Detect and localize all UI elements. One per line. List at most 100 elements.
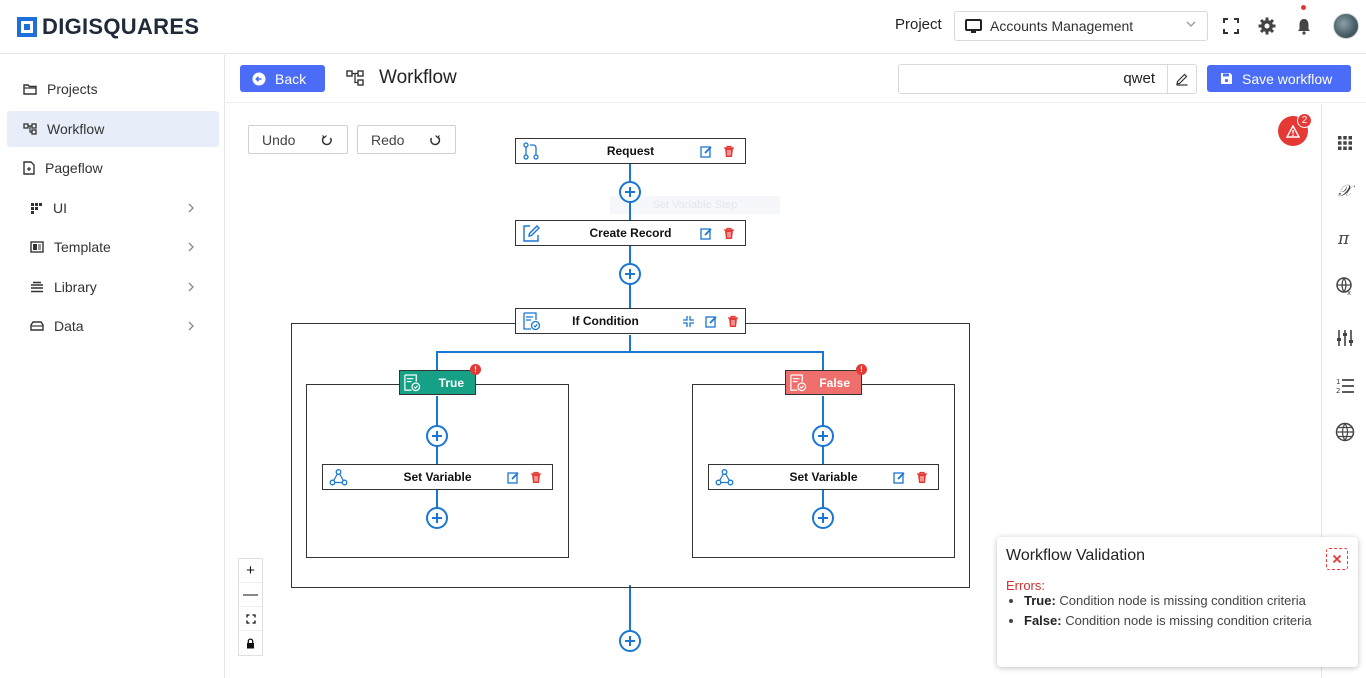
add-step-button[interactable] — [619, 263, 641, 285]
lock-button[interactable] — [239, 631, 262, 655]
bell-icon[interactable] — [1295, 17, 1313, 35]
error-node: False: — [1024, 613, 1062, 628]
svg-text:1: 1 — [1336, 378, 1340, 386]
add-step-button[interactable] — [812, 425, 834, 447]
gear-icon[interactable] — [1258, 17, 1276, 35]
branch-label: True — [438, 376, 464, 390]
close-button[interactable] — [1326, 548, 1348, 570]
svg-text:π: π — [1337, 229, 1350, 248]
folder-icon — [23, 84, 37, 95]
trash-icon[interactable] — [916, 471, 928, 484]
add-step-button[interactable] — [426, 425, 448, 447]
error-item: False: Condition node is missing conditi… — [1024, 613, 1354, 629]
condition-icon — [523, 312, 541, 331]
brand-name: DIGISQUARES — [42, 14, 200, 39]
zoom-out-button[interactable]: — — [239, 583, 262, 607]
save-workflow-button[interactable]: Save workflow — [1207, 65, 1351, 92]
connector-line — [629, 335, 631, 353]
chevron-right-icon — [188, 242, 194, 252]
pencil-icon — [1176, 73, 1188, 86]
sidebar-item-label: Library — [54, 279, 97, 295]
pi-icon[interactable]: π — [1335, 228, 1355, 248]
save-workflow-label: Save workflow — [1242, 70, 1333, 87]
logo-mark-icon — [17, 17, 37, 37]
fullscreen-icon[interactable] — [1222, 17, 1240, 35]
edit-icon[interactable] — [700, 145, 713, 158]
svg-text:𝒳: 𝒳 — [1338, 181, 1355, 200]
node-label: Set Variable — [403, 470, 472, 484]
floppy-disk-icon — [1221, 73, 1232, 84]
zoom-in-button[interactable]: + — [239, 559, 262, 583]
add-step-button[interactable] — [619, 630, 641, 652]
project-select[interactable]: Accounts Management — [954, 11, 1208, 41]
globe-variable-icon[interactable]: x — [1335, 276, 1355, 296]
error-message: Condition node is missing condition crit… — [1059, 593, 1306, 608]
alert-count-badge: 2 — [1297, 113, 1312, 128]
trash-icon[interactable] — [723, 227, 735, 240]
drag-placeholder-hint: Set Variable Step — [610, 196, 780, 214]
edit-record-icon — [523, 225, 540, 242]
sidebar-item-pageflow[interactable]: Pageflow — [7, 150, 219, 186]
connector-line — [822, 396, 824, 526]
sidebar-item-label: Pageflow — [45, 160, 103, 176]
false-branch-node[interactable]: False — [785, 370, 862, 395]
add-step-button[interactable] — [426, 507, 448, 529]
create-record-node[interactable]: Create Record — [515, 220, 746, 246]
back-button[interactable]: Back — [240, 65, 325, 92]
trash-icon[interactable] — [530, 471, 542, 484]
edit-icon[interactable] — [700, 227, 713, 240]
svg-text:2: 2 — [1336, 387, 1340, 395]
set-variable-node[interactable]: Set Variable — [322, 464, 553, 490]
variable-icon — [329, 469, 348, 486]
workflow-name-field[interactable]: qwet — [898, 64, 1168, 94]
sidebar: Projects Workflow Pageflow UI — [0, 55, 225, 678]
warning-triangle-icon — [1286, 124, 1300, 138]
sidebar-item-workflow[interactable]: Workflow — [7, 111, 219, 147]
collapse-icon[interactable] — [682, 315, 695, 328]
fit-view-button[interactable] — [239, 607, 262, 631]
avatar[interactable] — [1333, 13, 1359, 39]
edit-name-button[interactable] — [1167, 64, 1197, 94]
sidebar-item-data[interactable]: Data — [7, 308, 219, 344]
if-condition-node[interactable]: If Condition — [515, 308, 746, 334]
sidebar-item-ui[interactable]: UI — [7, 190, 219, 226]
undo-button[interactable]: Undo — [248, 125, 348, 154]
edit-icon[interactable] — [507, 471, 520, 484]
connector-line — [436, 351, 438, 371]
error-item: True: Condition node is missing conditio… — [1024, 593, 1354, 609]
chevron-right-icon — [188, 282, 194, 292]
workflow-icon — [346, 70, 364, 86]
sidebar-item-library[interactable]: Library — [7, 269, 219, 305]
lock-icon — [247, 637, 254, 648]
redo-button[interactable]: Redo — [357, 125, 456, 154]
sliders-icon[interactable] — [1335, 328, 1355, 348]
top-bar: DIGISQUARES Project Accounts Management — [0, 0, 1366, 54]
brand-logo[interactable]: DIGISQUARES — [17, 14, 199, 40]
notification-dot — [1301, 5, 1306, 10]
error-node: True: — [1024, 593, 1056, 608]
back-button-label: Back — [275, 70, 307, 87]
edit-icon[interactable] — [705, 315, 718, 328]
connector-line — [436, 351, 824, 353]
sidebar-item-projects[interactable]: Projects — [7, 71, 219, 107]
branch-label: False — [819, 376, 850, 390]
function-variable-icon[interactable]: 𝒳 — [1335, 181, 1355, 201]
validation-title: Workflow Validation — [1006, 547, 1146, 564]
chevron-down-icon — [1186, 21, 1196, 27]
numbered-list-icon[interactable]: 1 2 — [1335, 376, 1355, 396]
globe-icon[interactable] — [1335, 422, 1355, 442]
node-label: Request — [606, 144, 655, 158]
add-step-button[interactable] — [619, 181, 641, 203]
add-step-button[interactable] — [812, 507, 834, 529]
true-branch-node[interactable]: True — [399, 370, 476, 395]
errors-label: Errors: — [1006, 578, 1045, 593]
node-label: If Condition — [572, 314, 639, 328]
edit-icon[interactable] — [893, 471, 906, 484]
trash-icon[interactable] — [723, 145, 735, 158]
request-node[interactable]: Request — [515, 138, 746, 164]
trash-icon[interactable] — [727, 315, 739, 328]
sidebar-item-template[interactable]: Template — [7, 229, 219, 265]
set-variable-node[interactable]: Set Variable — [708, 464, 939, 490]
apps-grid-icon[interactable] — [1335, 133, 1355, 153]
page-title: Workflow — [379, 67, 457, 88]
